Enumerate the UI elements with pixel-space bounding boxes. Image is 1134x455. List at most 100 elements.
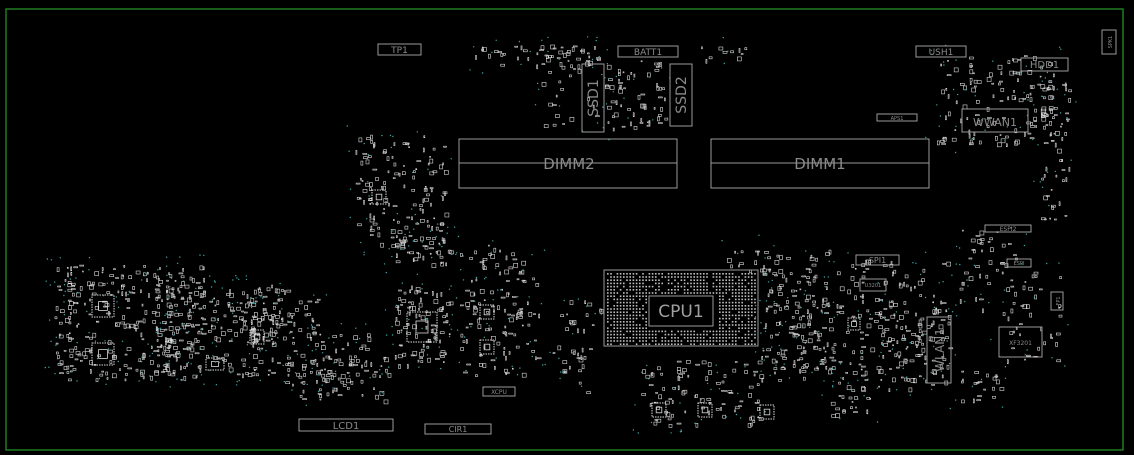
cpu-pin <box>674 343 676 345</box>
smd-part <box>324 368 326 371</box>
cpu-pin <box>751 282 753 285</box>
smd-part <box>926 325 931 329</box>
cpu-pin <box>642 314 644 317</box>
via <box>176 378 178 380</box>
cpu-pin <box>664 292 667 294</box>
via <box>213 280 216 282</box>
smd-part <box>747 423 752 428</box>
via <box>381 373 383 375</box>
smd-part <box>479 353 482 357</box>
dimm1-slot[interactable]: DIMM1 <box>710 138 930 189</box>
u3201-chip[interactable]: U3201 <box>859 278 887 292</box>
cir1-connector[interactable]: CIR1 <box>424 423 492 435</box>
smd-part <box>567 60 570 62</box>
smd-part <box>935 307 938 310</box>
via <box>455 253 457 256</box>
fp1-connector[interactable]: FP1 <box>1050 291 1064 311</box>
ssd2-slot[interactable]: SSD2 <box>669 63 693 127</box>
spk1-connector[interactable]: SPK1 <box>1101 29 1117 55</box>
smd-part <box>169 321 173 324</box>
cpu-pin <box>619 333 622 336</box>
cpu-pin <box>741 289 743 291</box>
smd-part <box>657 366 661 371</box>
ssd1-slot[interactable]: SSD1 <box>581 63 605 133</box>
cpu-pin <box>696 276 699 278</box>
smd-part <box>836 303 839 309</box>
cpu-pin <box>722 340 724 342</box>
smd-part <box>135 368 139 372</box>
smd-part <box>383 208 385 210</box>
qfn-chip <box>759 404 775 420</box>
cpu-pin <box>683 282 686 285</box>
smd-part <box>172 339 177 345</box>
via <box>231 302 234 305</box>
cpu-pin <box>632 321 635 323</box>
smd-part <box>394 354 397 360</box>
via <box>1019 126 1021 129</box>
smd-part <box>571 47 575 52</box>
hdd1-connector[interactable]: HDD1 <box>1020 57 1069 72</box>
smd-part <box>640 60 643 63</box>
smd-part <box>1034 120 1037 122</box>
smd-part <box>779 307 782 312</box>
cpu1-chip[interactable]: CPU1 <box>603 269 759 347</box>
via <box>416 131 418 133</box>
cpu-pin <box>728 273 731 275</box>
aps1-part[interactable]: APS1 <box>876 113 918 122</box>
via <box>416 273 418 275</box>
smd-part <box>1014 97 1017 100</box>
smd-part <box>424 292 428 294</box>
smd-part <box>999 387 1005 391</box>
cpu-pin <box>690 282 692 285</box>
smd-part <box>419 297 422 303</box>
smd-part <box>592 104 595 109</box>
cpu-pin <box>728 298 731 301</box>
cpu-pin <box>607 279 609 281</box>
cpu-pin <box>722 295 724 297</box>
batt1-connector[interactable]: BATT1 <box>617 45 679 58</box>
smd-part <box>979 230 985 236</box>
smd-part <box>825 286 828 291</box>
smd-part <box>415 168 418 170</box>
cpu-pin <box>741 285 743 288</box>
smd-part <box>803 363 805 366</box>
smd-part <box>541 82 547 87</box>
smd-part <box>814 330 816 334</box>
smd-part <box>169 344 172 348</box>
cpu-pin <box>661 340 663 342</box>
smd-part <box>727 390 733 393</box>
smd-part <box>435 226 439 231</box>
smd-part <box>947 59 949 62</box>
wwan1-slot[interactable]: WWAN1 <box>961 108 1029 133</box>
via <box>388 366 390 368</box>
smd-part <box>442 240 446 244</box>
via <box>833 316 835 318</box>
smd-part <box>595 115 600 117</box>
cpu-pin <box>613 308 615 310</box>
espi-part[interactable]: ESPI <box>1006 258 1032 268</box>
smd-part <box>807 320 811 326</box>
spi1-part[interactable]: SPI1 <box>855 254 900 266</box>
via <box>819 360 821 363</box>
smd-part <box>528 311 533 317</box>
xcpu-part[interactable]: XCPU <box>482 386 516 397</box>
espi2-part[interactable]: ESPI2 <box>984 224 1032 233</box>
smd-part <box>419 357 424 359</box>
tp1-connector[interactable]: TP1 <box>377 43 422 56</box>
smd-part <box>1026 121 1031 125</box>
cpu-pin <box>642 273 644 275</box>
smd-part <box>120 321 125 325</box>
wlan1-slot[interactable]: WLAN1 <box>926 316 952 384</box>
lcd1-connector[interactable]: LCD1 <box>298 418 394 432</box>
cpu-pin <box>725 311 727 313</box>
cpu-pin <box>635 333 638 336</box>
smd-part <box>917 353 922 357</box>
smd-part <box>921 278 925 283</box>
smd-part <box>355 359 360 363</box>
ush1-connector[interactable]: USH1 <box>915 45 967 58</box>
smd-part <box>363 156 368 159</box>
cpu-pin <box>632 311 635 313</box>
via <box>383 263 386 265</box>
xf3201-part[interactable]: XF3201 <box>998 326 1043 358</box>
dimm2-slot[interactable]: DIMM2 <box>458 138 678 189</box>
